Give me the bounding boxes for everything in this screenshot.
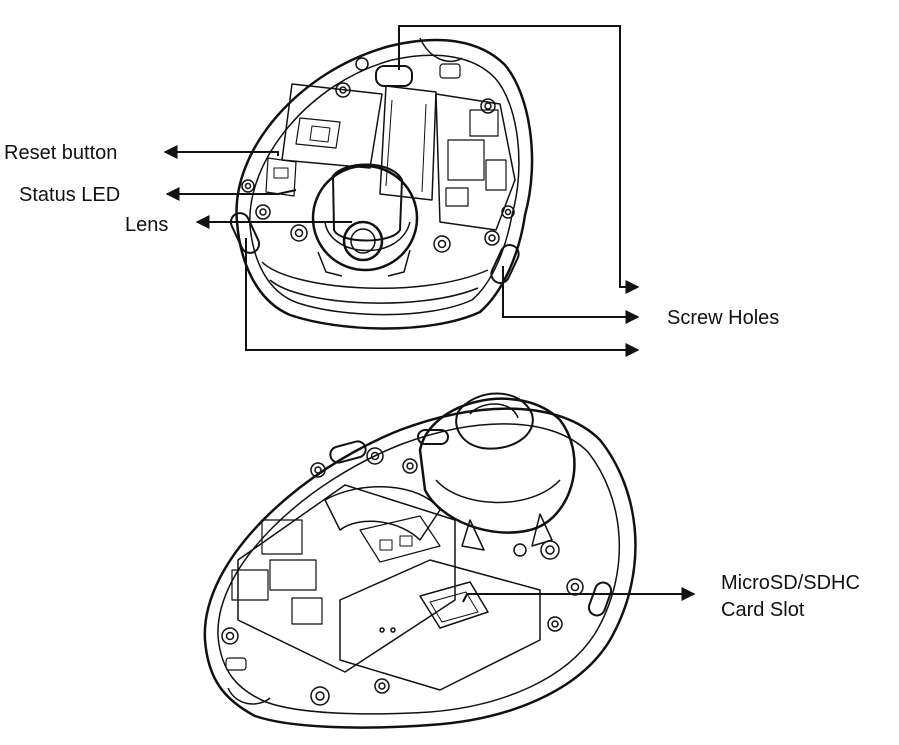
reset-button-label: Reset button	[4, 142, 118, 164]
reset-button-arrow	[163, 145, 279, 159]
bottom-camera	[203, 392, 637, 729]
screw-hole-arrow-right	[502, 266, 640, 324]
sd-slot-arrow	[462, 587, 696, 603]
sd-card-slot-label-line2: Card Slot	[721, 599, 805, 621]
lens-label: Lens	[125, 214, 169, 236]
top-camera	[229, 37, 534, 330]
status-led-arrow	[165, 187, 297, 201]
sd-card-slot-label: MicroSD/SDHC Card Slot	[721, 570, 860, 624]
screw-hole-arrow-top	[398, 25, 640, 294]
screw-holes-label: Screw Holes	[667, 307, 780, 329]
status-led-label: Status LED	[19, 184, 121, 206]
callouts	[163, 25, 696, 603]
screw-hole-arrow-left	[245, 238, 640, 357]
sd-card-slot-label-line1: MicroSD/SDHC	[721, 572, 860, 594]
